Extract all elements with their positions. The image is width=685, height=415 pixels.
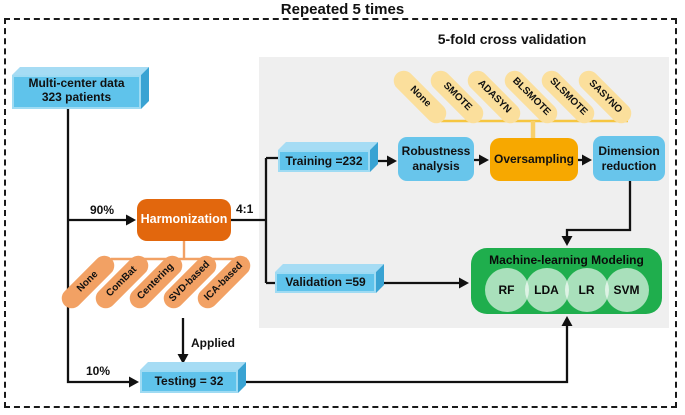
validation-box: Validation =59 <box>275 272 376 293</box>
ml-modeling-title: Machine-learning Modeling <box>489 253 644 267</box>
robustness-line1: Robustness <box>401 144 471 159</box>
testing-label: Testing = 32 <box>154 374 224 388</box>
model-circle-svm: SVM <box>604 268 649 312</box>
applied-label: Applied <box>191 336 235 350</box>
validation-label: Validation =59 <box>285 275 366 289</box>
harmonization-label: Harmonization <box>140 212 228 227</box>
robustness-line2: analysis <box>412 159 460 173</box>
oversampling-box: Oversampling <box>490 138 578 181</box>
training-box: Training =232 <box>278 150 370 172</box>
ml-model-circles: RF LDA LR SVM <box>471 268 662 312</box>
ratio-label: 4:1 <box>236 202 254 216</box>
model-circle-lda: LDA <box>524 268 569 312</box>
harmonization-box: Harmonization <box>137 199 231 241</box>
dashed-border <box>4 18 677 408</box>
model-circle-rf: RF <box>484 268 529 312</box>
multicenter-data-box: Multi-center data 323 patients <box>12 75 141 109</box>
robustness-box: Robustness analysis <box>398 137 474 181</box>
multicenter-line1: Multi-center data <box>28 76 125 90</box>
testing-box: Testing = 32 <box>140 370 238 393</box>
dimension-box: Dimension reduction <box>593 136 665 181</box>
dimension-line2: reduction <box>601 158 657 173</box>
model-circle-lr: LR <box>564 268 609 312</box>
oversampling-label: Oversampling <box>493 152 575 167</box>
train-split-label: 90% <box>89 203 115 217</box>
test-split-label: 10% <box>85 364 111 378</box>
dimension-line1: Dimension <box>598 143 660 158</box>
ml-modeling-box: Machine-learning Modeling RF LDA LR SVM <box>471 248 662 314</box>
training-label: Training =232 <box>285 154 363 168</box>
multicenter-line2: 323 patients <box>41 90 112 104</box>
repeat-title: Repeated 5 times <box>280 1 405 18</box>
cross-validation-title: 5-fold cross validation <box>437 31 587 47</box>
